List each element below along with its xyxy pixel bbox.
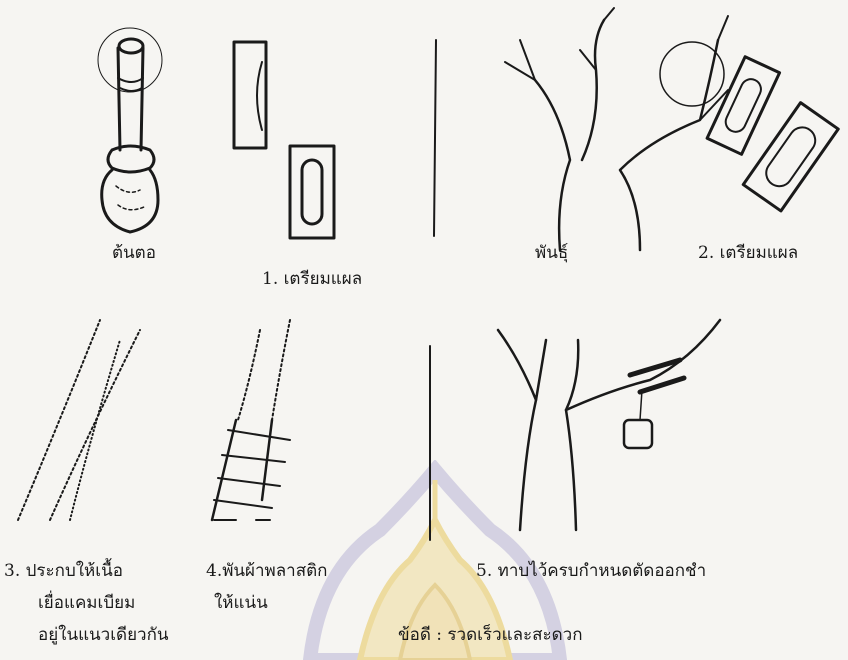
caption-step-5: 5. ทาบไว้ครบกำหนดตัดออกชำ [476, 556, 706, 586]
joined-stems-drawing [18, 320, 140, 520]
caption-advantage: ข้อดี : รวดเร็วและสะดวก [398, 620, 583, 650]
wrapped-stem-drawing [212, 320, 290, 520]
prepared-cut-drawing-1 [234, 42, 334, 238]
caption-step-4-line-1: 4.พันผ้าพลาสติก [206, 556, 327, 586]
caption-step-3-line-1: 3. ประกบให้เนื้อ [4, 556, 123, 586]
caption-step-4-line-2: ให้แน่น [214, 588, 268, 618]
caption-step-1: 1. เตรียมแผล [262, 264, 362, 294]
caption-step-3-line-3: อยู่ในแนวเดียวกัน [38, 620, 169, 650]
caption-step-3-line-2: เยื่อแคมเบียม [38, 588, 135, 618]
scion-tree-drawing [505, 8, 838, 250]
caption-rootstock: ต้นตอ [112, 238, 156, 268]
rootstock-drawing [98, 28, 162, 232]
caption-scion: พันธุ์ [535, 238, 568, 268]
grafted-tree-drawing [498, 320, 720, 530]
caption-step-2: 2. เตรียมแผล [698, 238, 798, 268]
